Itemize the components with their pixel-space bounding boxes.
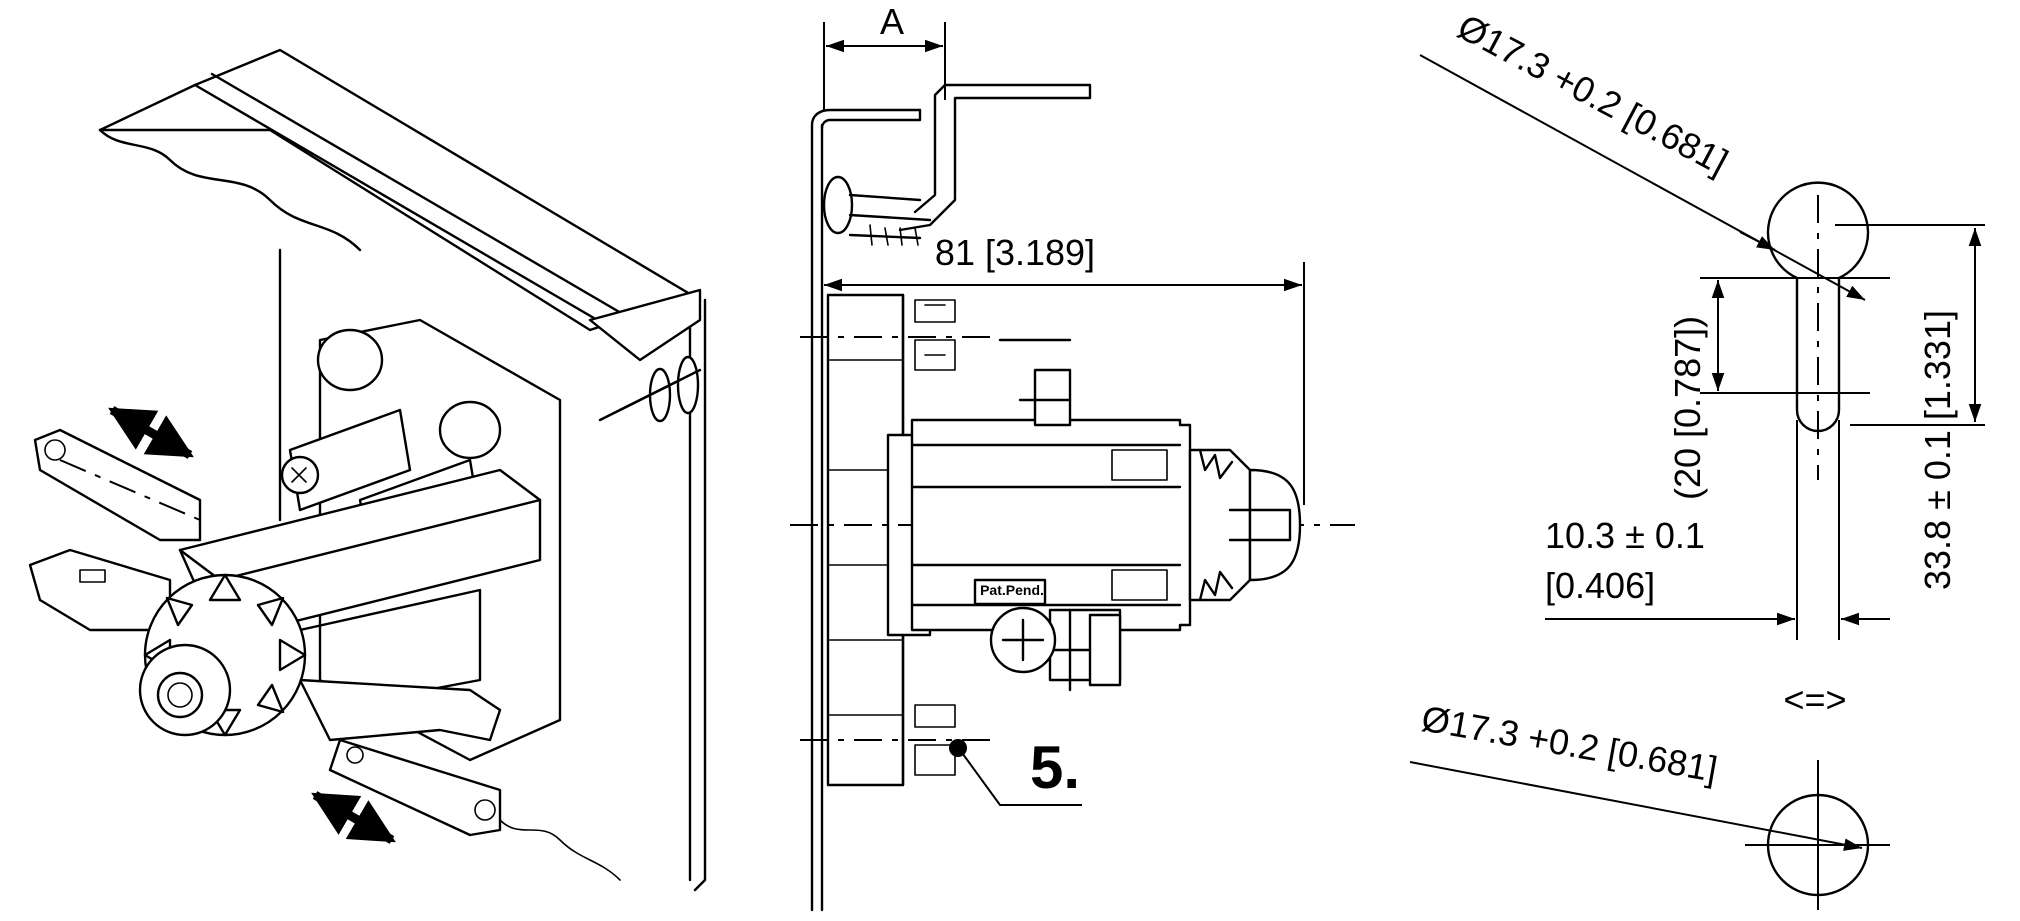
gear-wheel [138, 573, 307, 737]
keyhole-offset-label: (20 [0.787]) [1667, 316, 1708, 500]
profile-rail [98, 48, 702, 423]
round-diameter-label: Ø17.3 +0.2 [0.681] [1419, 698, 1721, 790]
keyhole-width-label-1: 10.3 ± 0.1 [1545, 515, 1705, 556]
dimension-a [823, 22, 946, 110]
length-label: 81 [3.189] [935, 232, 1095, 273]
round-cutout [1409, 760, 1890, 910]
keyhole-height-label: 33.8 ± 0.1 [1.331] [1917, 310, 1958, 590]
keyhole-cutout [1419, 54, 1985, 640]
upper-linkage-arm [33, 428, 202, 542]
gear-nose [1188, 448, 1302, 602]
motion-arrow-upper [108, 406, 194, 459]
lower-linkage-arm [28, 548, 502, 837]
door-panel [810, 83, 1092, 912]
keyhole-width-label-2: [0.406] [1545, 565, 1655, 606]
motion-arrow-lower [311, 791, 396, 844]
keyhole-diameter-label: Ø17.3 +0.2 [0.681] [1451, 6, 1734, 183]
callout-label: 5. [1030, 734, 1080, 801]
alternative-label: <=> [1783, 679, 1846, 720]
isometric-view [28, 48, 707, 892]
side-section-view [790, 22, 1355, 912]
screw-top [914, 299, 956, 371]
patent-label: Pat.Pend. [980, 582, 1044, 598]
length-dimension [824, 262, 1305, 505]
lock-housing [910, 338, 1192, 692]
dim-a-label: A [880, 1, 904, 42]
callout-leader [959, 749, 1082, 806]
